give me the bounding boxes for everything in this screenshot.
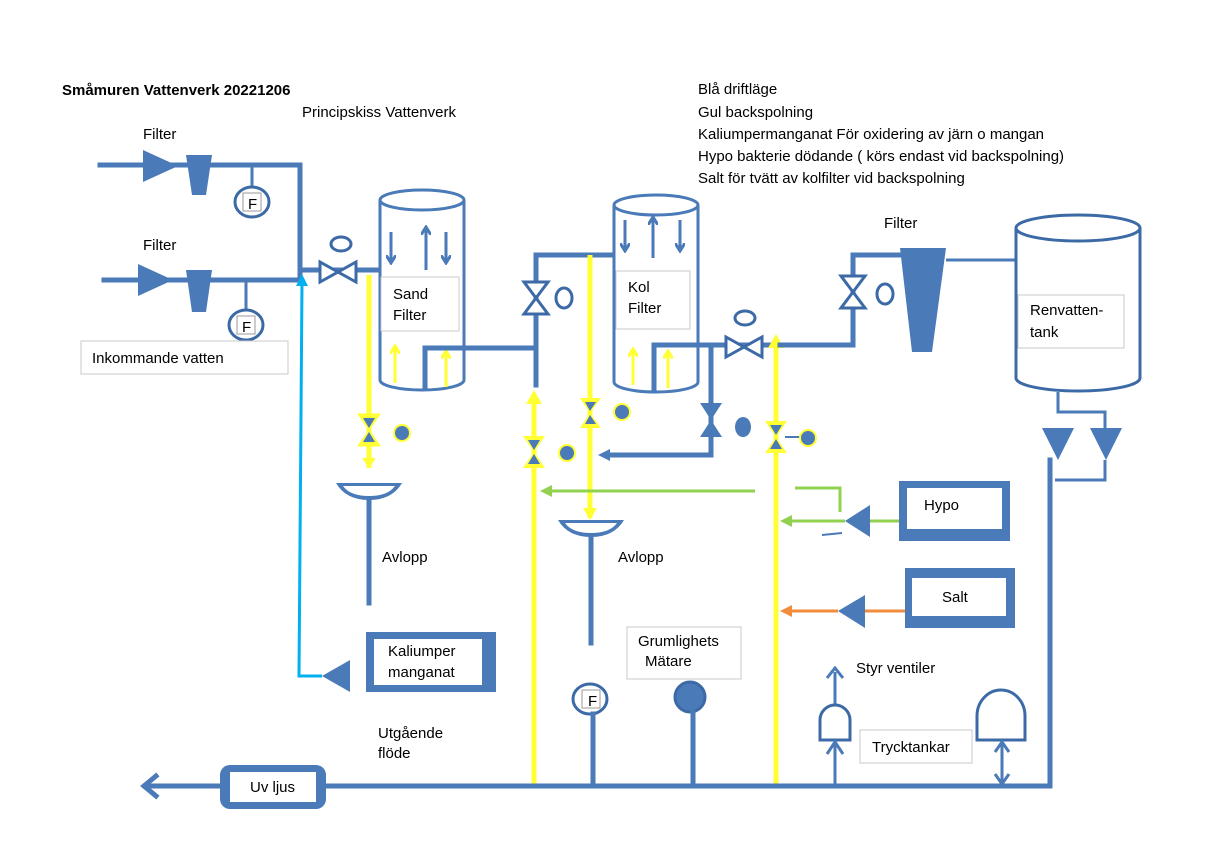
svg-text:Kol: Kol — [628, 279, 650, 296]
pressure-tank-label-box — [859, 729, 973, 764]
sand-filter-tank: Sand Filter — [378, 188, 539, 392]
filter-icon — [186, 155, 212, 195]
svg-text:F: F — [248, 196, 257, 213]
filter-icon — [900, 248, 946, 352]
pressure-tank-icon — [975, 688, 1027, 742]
turbidity-sensor-icon — [673, 680, 707, 714]
pump-icon — [322, 660, 350, 692]
svg-text:Grumlighets: Grumlighets — [638, 633, 719, 650]
svg-text:Filter: Filter — [393, 307, 426, 324]
renvatten-tank: Renvatten- tank — [1014, 213, 1142, 393]
drain-funnel-icon — [558, 520, 624, 646]
diagram-title: Småmuren Vattenverk 20221206 — [62, 82, 290, 99]
svg-text:Trycktankar: Trycktankar — [872, 739, 950, 756]
pump-icon — [1042, 428, 1074, 460]
svg-text:Kaliumper: Kaliumper — [388, 643, 456, 660]
legend-item: Gul backspolning — [698, 104, 813, 121]
backwash-supply-valve[interactable] — [523, 436, 576, 468]
svg-text:F: F — [588, 693, 597, 710]
salt-tank: Salt — [905, 568, 1015, 628]
kol-backwash-valve[interactable] — [580, 398, 631, 428]
svg-text:Renvatten-: Renvatten- — [1030, 302, 1103, 319]
pump-icon — [838, 595, 865, 628]
return-valve[interactable] — [700, 403, 751, 437]
legend-item: Blå driftläge — [698, 81, 777, 98]
pump-icon — [845, 505, 870, 537]
filter-label: Filter — [884, 215, 917, 232]
outlet-label: flöde — [378, 745, 411, 762]
inlet-label-box — [80, 340, 289, 375]
kalium-tank: Kaliumper manganat — [366, 632, 496, 692]
filter-label: Filter — [143, 237, 176, 254]
legend: Blå driftläge Gul backspolning Kaliumper… — [698, 81, 1064, 187]
kol-filter-label-box — [615, 270, 691, 330]
pressure-tank-icon — [818, 703, 852, 742]
pump-icon — [1090, 428, 1122, 460]
kol-outlet-valve[interactable] — [724, 309, 764, 360]
legend-item: Salt för tvätt av kolfilter vid backspol… — [698, 170, 965, 187]
sand-filter-label-box — [380, 276, 460, 332]
drain-funnel-icon — [336, 483, 402, 606]
legend-item: Hypo bakterie dödande ( körs endast vid … — [698, 148, 1064, 165]
drain-label: Avlopp — [618, 549, 664, 566]
inlet-label: Inkommande vatten — [92, 350, 224, 367]
sand-backwash-valve[interactable] — [357, 413, 411, 447]
legend-item: Kaliumpermanganat För oxidering av järn … — [698, 126, 1044, 143]
filter-label: Filter — [143, 126, 176, 143]
svg-text:Sand: Sand — [393, 286, 428, 303]
filter-icon — [186, 270, 212, 312]
svg-text:F: F — [242, 319, 251, 336]
kol-inlet-valve[interactable] — [521, 280, 574, 316]
kol-filter-tank: Kol Filter — [612, 193, 783, 394]
drain-label: Avlopp — [382, 549, 428, 566]
pump-icon — [143, 150, 178, 182]
outlet-label: Utgående — [378, 725, 443, 742]
svg-text:manganat: manganat — [388, 664, 456, 681]
diagram-subtitle: Principskiss Vattenverk — [302, 104, 456, 121]
svg-text:Filter: Filter — [628, 300, 661, 317]
control-valves-label: Styr ventiler — [856, 660, 935, 677]
svg-text:tank: tank — [1030, 324, 1059, 341]
tank-inlet-valve[interactable] — [838, 274, 895, 310]
uv-unit: Uv ljus — [220, 765, 326, 809]
hypo-tank: Hypo — [899, 481, 1010, 541]
svg-text:Mätare: Mätare — [645, 653, 692, 670]
svg-text:Hypo: Hypo — [924, 497, 959, 514]
inlet-valve[interactable] — [318, 235, 358, 285]
right-backwash-valve[interactable] — [765, 421, 817, 453]
inlet-section: Filter Filter F F Inkommande vatten — [80, 126, 423, 375]
svg-text:Uv ljus: Uv ljus — [250, 779, 295, 796]
turbidity-label-box — [626, 626, 742, 680]
pump-icon — [138, 264, 173, 296]
svg-text:Salt: Salt — [942, 589, 969, 606]
